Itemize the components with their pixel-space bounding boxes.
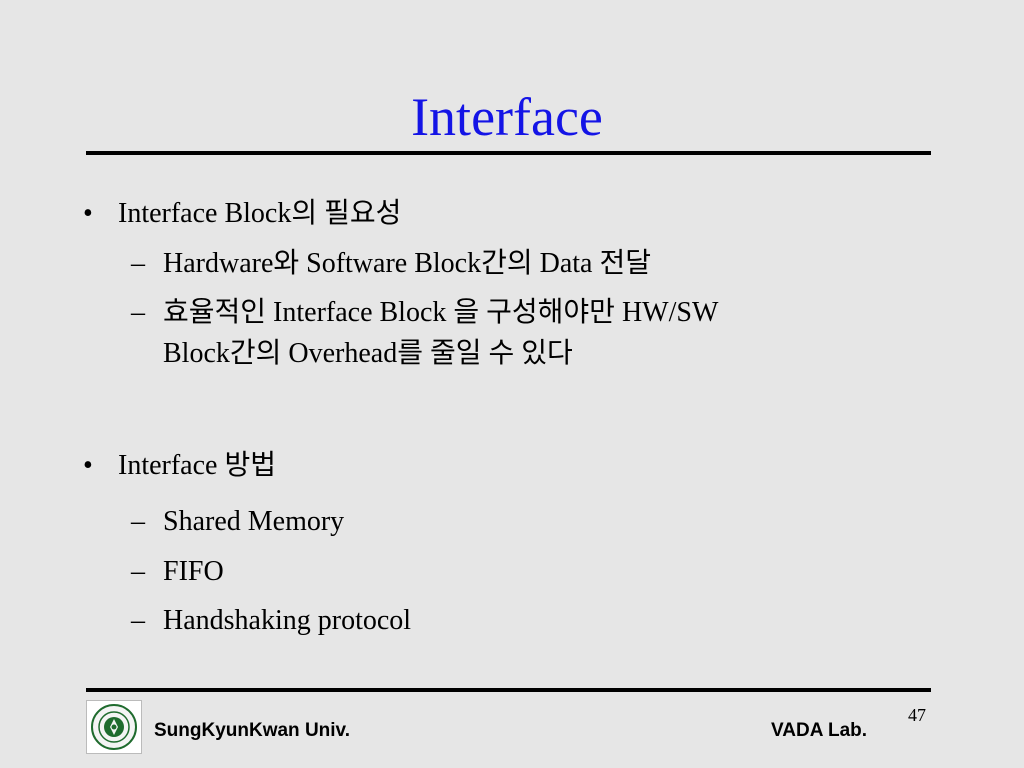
bullet-marker: • [83,198,93,229]
footer-lab-name: VADA Lab. [771,720,868,741]
slide-title: Interface [411,87,603,147]
footer-divider [86,688,931,692]
sub-bullet-text: Shared Memory [163,506,345,537]
bullet-marker: • [83,450,93,481]
sub-bullet-continuation: Block간의 Overhead를 줄일 수 있다 [163,338,573,369]
dash-marker: – [131,556,145,587]
dash-marker: – [131,605,145,636]
sub-bullet-text: 효율적인 Interface Block 을 구성해야만 HW/SW [163,297,719,328]
sub-bullet-text: Handshaking protocol [163,605,412,636]
sub-bullet-text: FIFO [163,556,224,587]
footer-university-name: SungKyunKwan Univ. [154,720,350,741]
dash-marker: – [131,506,145,537]
page-number: 47 [908,705,926,725]
sub-bullet-text: Hardware와 Software Block간의 Data 전달 [163,248,651,279]
bullet-text: Interface Block의 필요성 [118,198,402,229]
bullet-text: Interface 방법 [118,450,276,481]
dash-marker: – [131,248,145,279]
university-seal-icon [86,700,142,754]
dash-marker: – [131,297,145,328]
title-divider [86,151,931,155]
